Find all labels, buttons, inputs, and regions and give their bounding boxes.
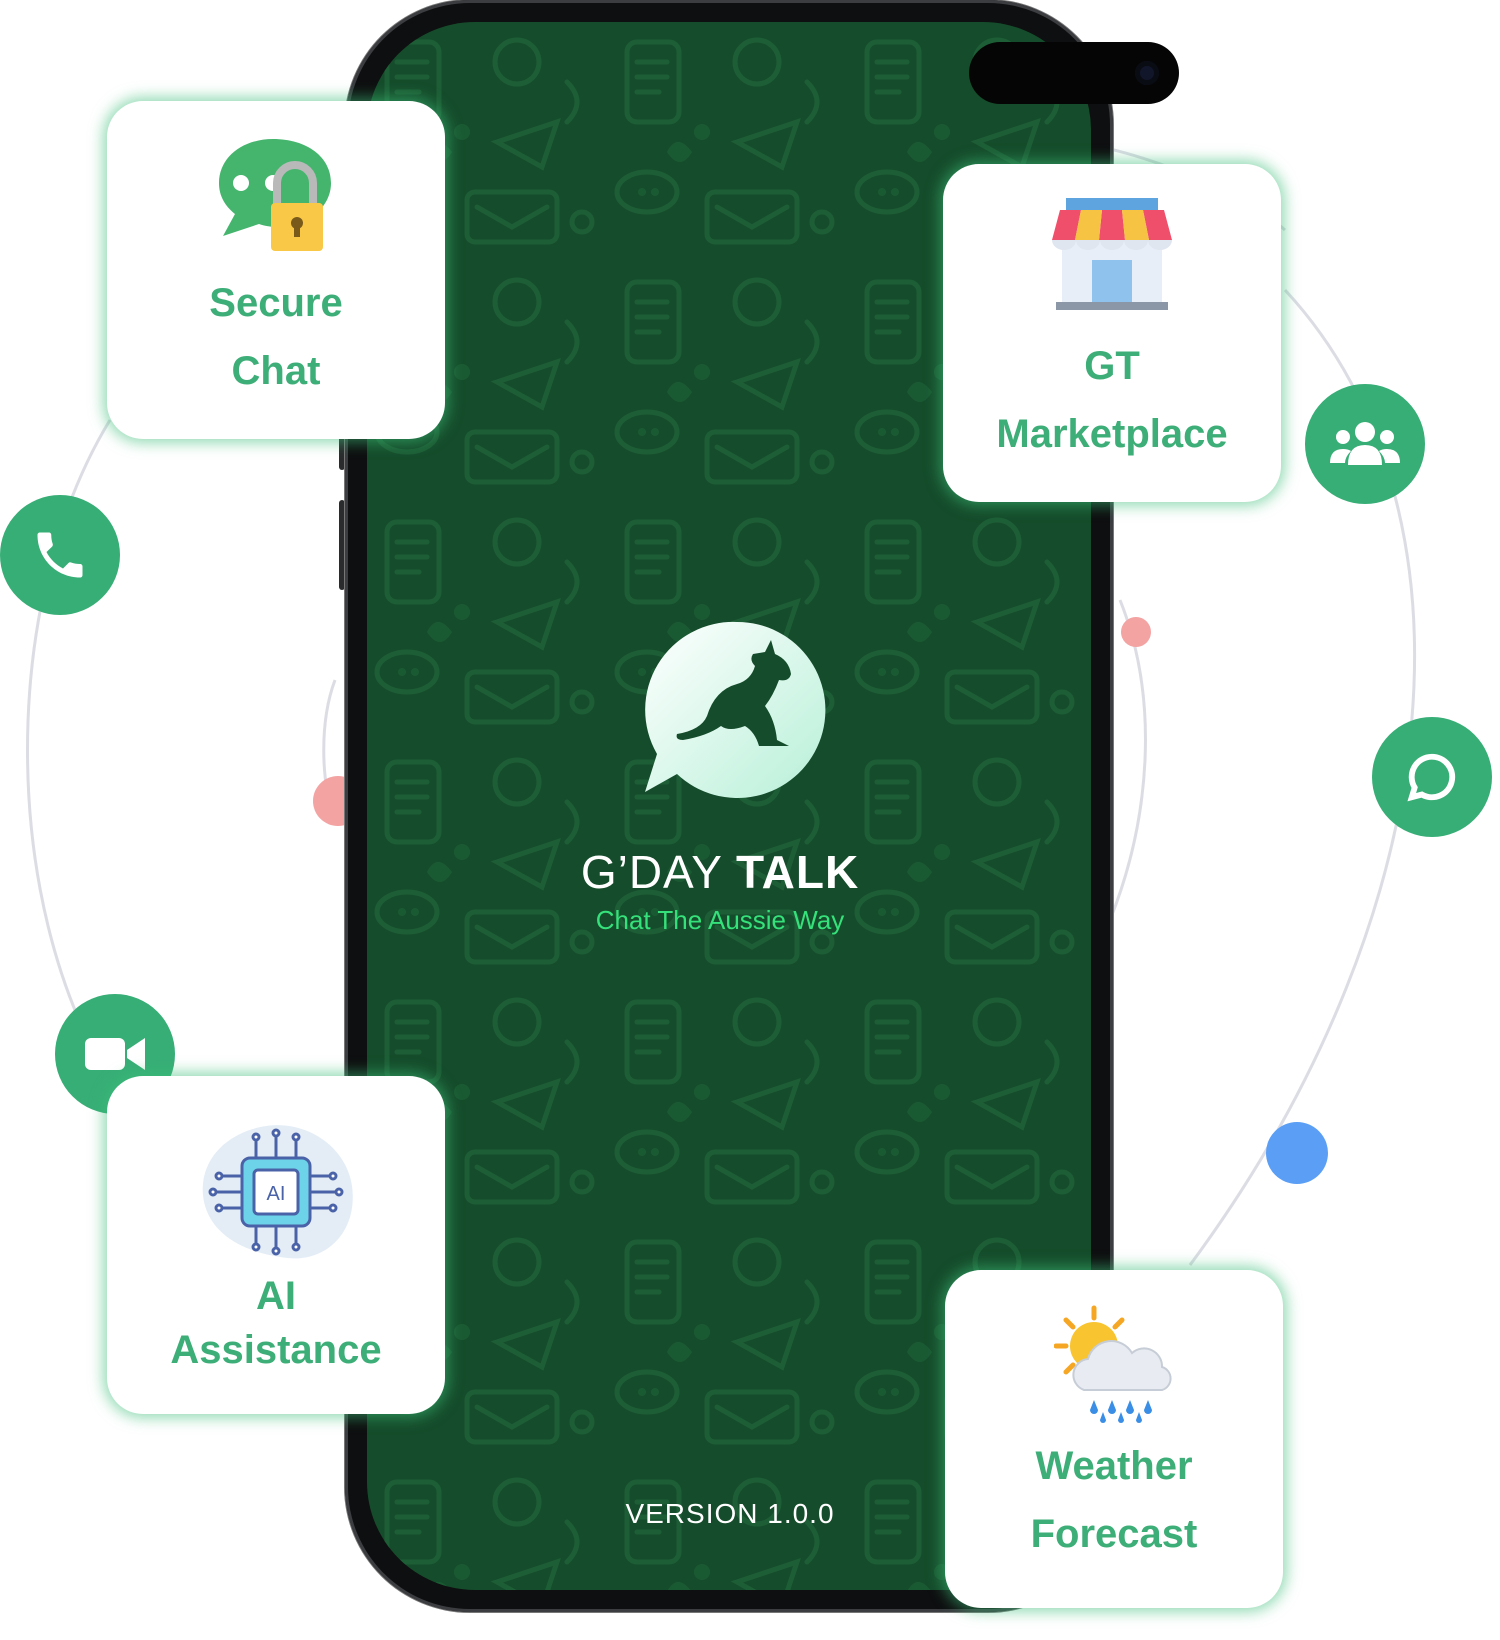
dynamic-island	[969, 42, 1179, 104]
app-logo	[637, 612, 837, 812]
feature-label-line2: Assistance	[170, 1328, 382, 1372]
feature-card-marketplace[interactable]: GT Marketplace	[943, 164, 1281, 502]
feature-label-line2: Marketplace	[996, 412, 1228, 456]
app-title-light: G’DAY	[580, 846, 723, 898]
app-title-bold: TALK	[735, 846, 860, 898]
feature-label-line2: Forecast	[1030, 1512, 1198, 1556]
accent-dot-pink	[1121, 617, 1151, 647]
users-icon	[1330, 422, 1400, 465]
feature-label-line1: Secure	[209, 281, 343, 325]
accent-dot-blue	[1266, 1122, 1328, 1184]
groups-button[interactable]	[1305, 384, 1425, 504]
version-label: VERSION 1.0.0	[625, 1498, 835, 1529]
chat-bubble-icon	[1407, 753, 1456, 802]
chat-button[interactable]	[1372, 717, 1492, 837]
feature-label-line2: Chat	[231, 349, 321, 393]
video-camera-icon	[85, 1038, 145, 1070]
chat-lock-icon	[219, 139, 331, 251]
sun-cloud-rain-icon	[1054, 1305, 1172, 1423]
storefront-icon	[1052, 198, 1172, 310]
app-tagline: Chat The Aussie Way	[595, 905, 845, 935]
ai-chip-letters: AI	[267, 1183, 286, 1205]
feature-card-ai-assistance[interactable]: AI AI Assistance	[107, 1076, 445, 1414]
kangaroo-icon	[676, 640, 791, 746]
feature-card-weather[interactable]: Weather Forecast	[945, 1270, 1283, 1608]
feature-label-line1: Weather	[1035, 1444, 1193, 1488]
phone-icon	[37, 532, 83, 578]
feature-label-line1: AI	[256, 1274, 296, 1318]
phone-side-button	[339, 500, 345, 590]
feature-label-line1: GT	[1084, 344, 1140, 388]
app-title: G’DAY TALK	[0, 845, 1440, 899]
camera-icon	[1135, 61, 1159, 85]
feature-card-secure-chat[interactable]: Secure Chat	[107, 101, 445, 439]
phone-call-button[interactable]	[0, 495, 120, 615]
ai-chip-icon: AI	[202, 1125, 353, 1259]
